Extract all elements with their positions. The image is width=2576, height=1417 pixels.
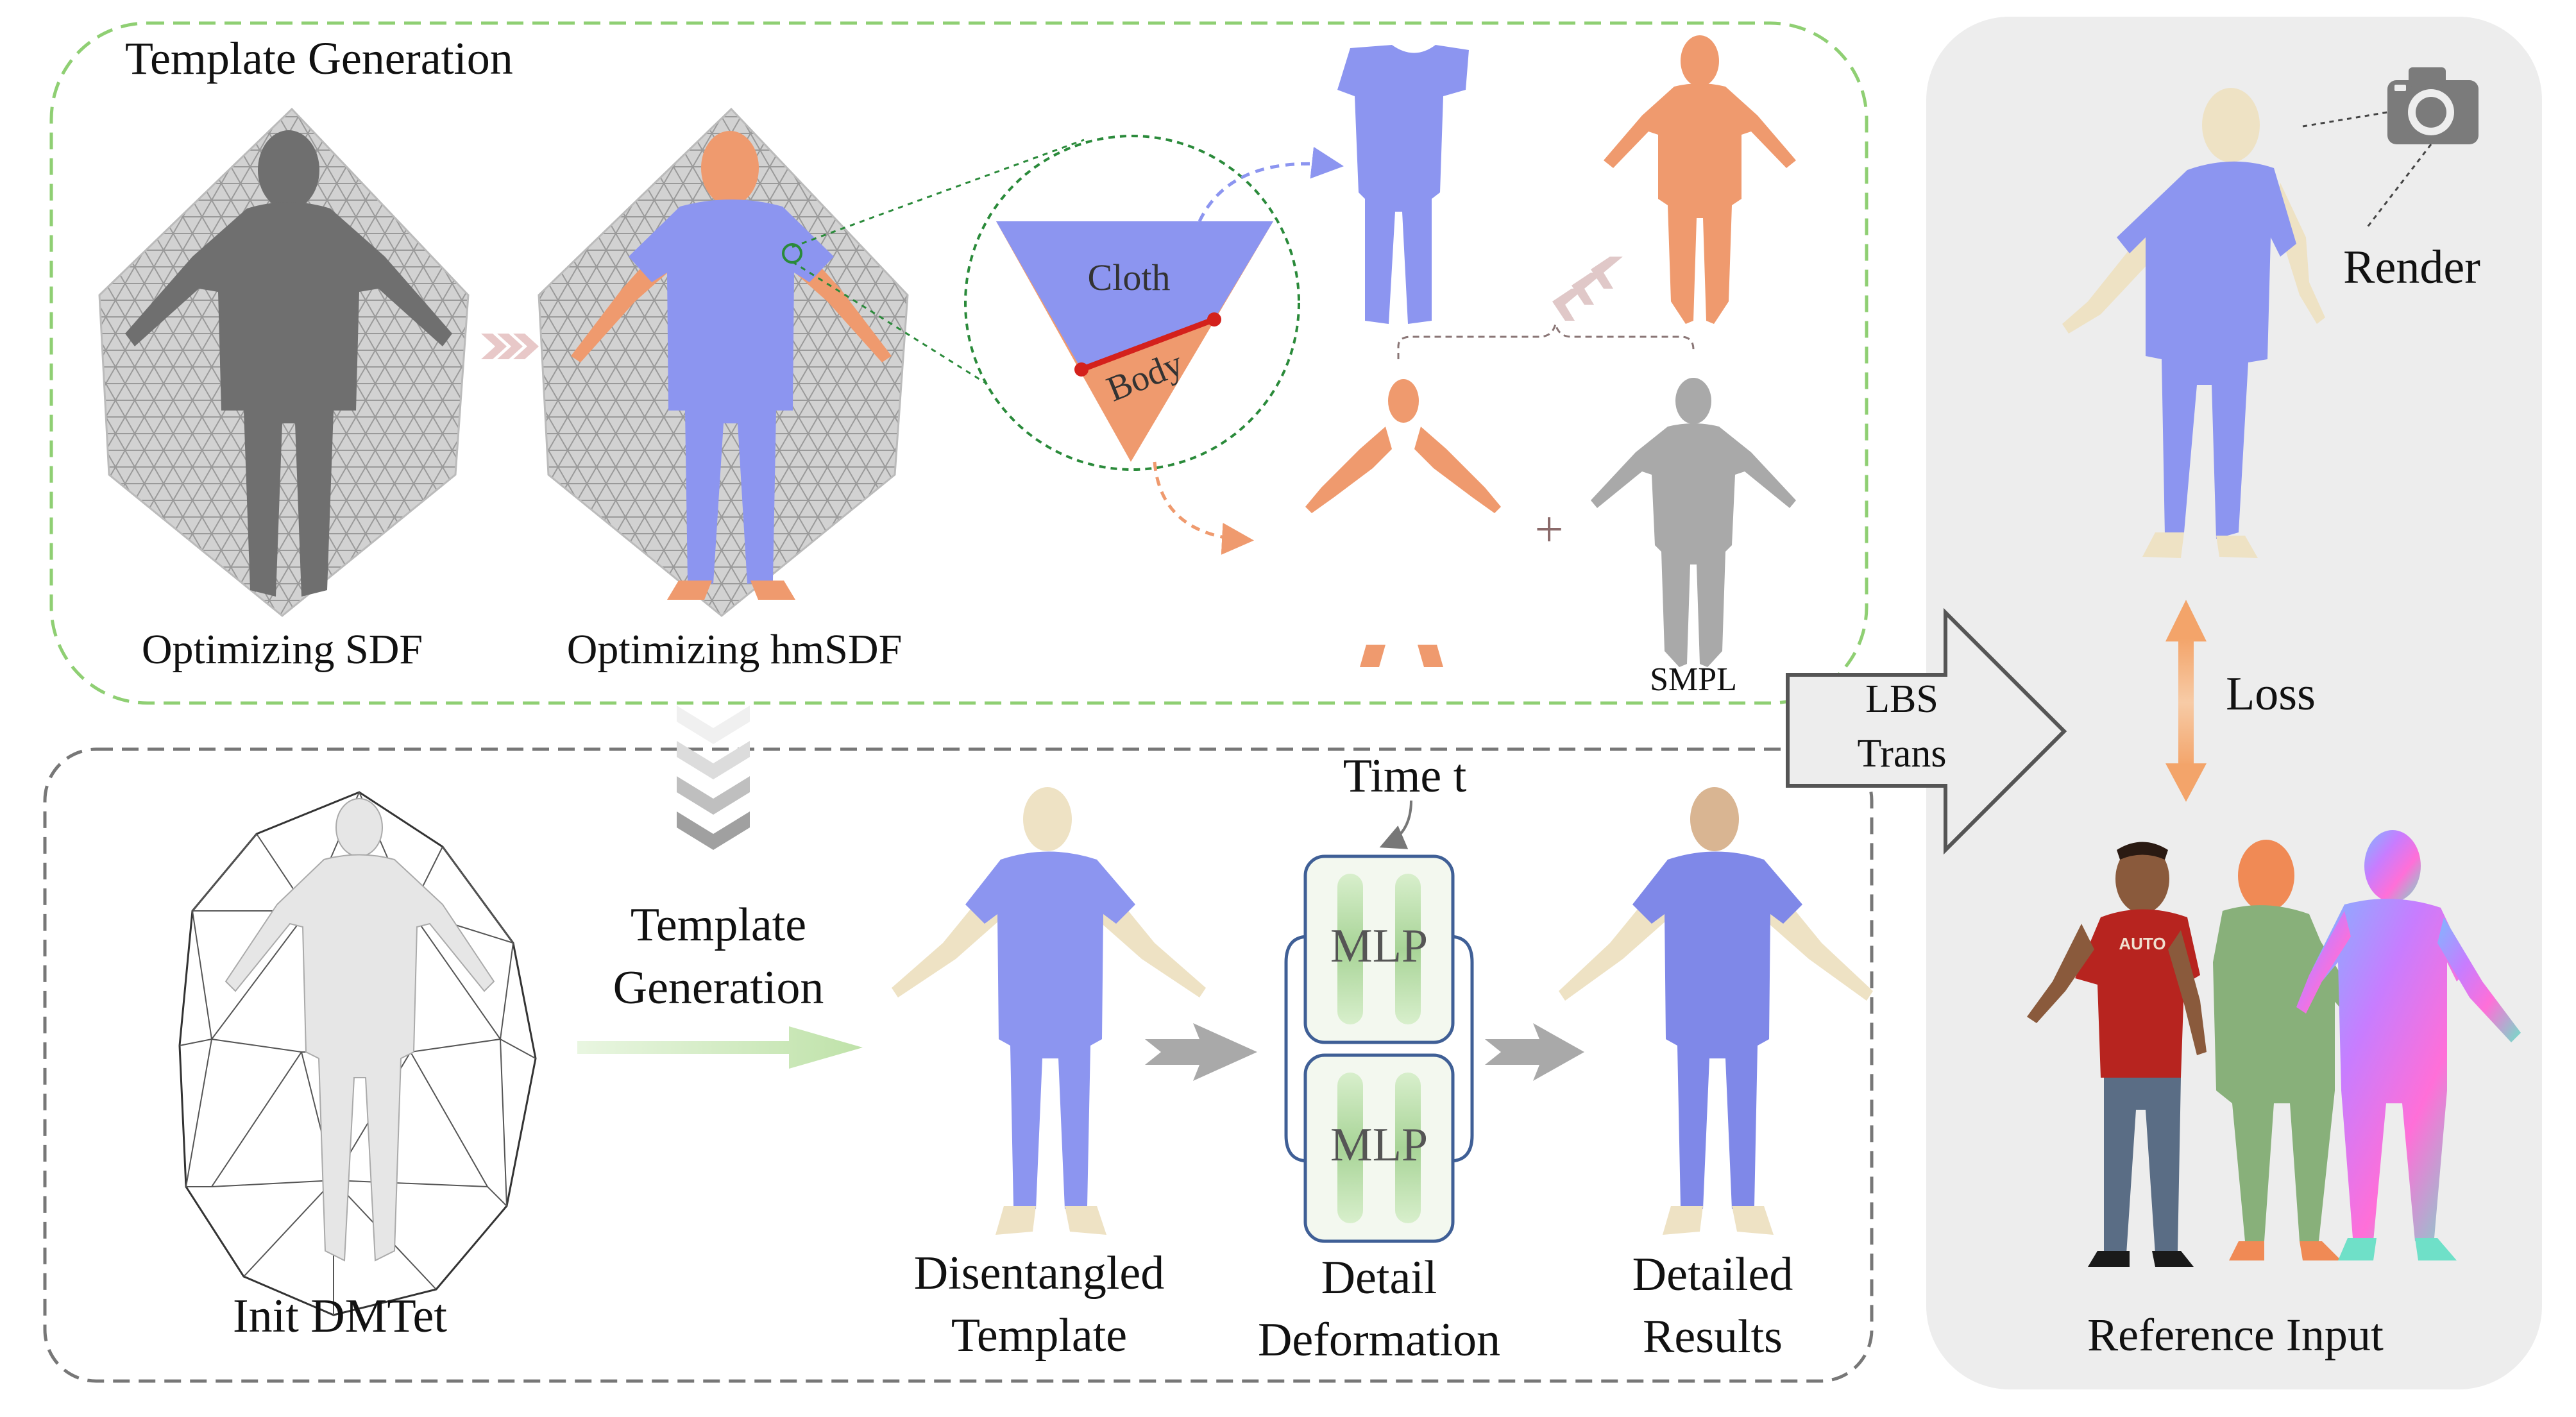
to-mlp-arrow [1145,1023,1257,1081]
render-label: Render [2343,241,2480,294]
combine-arrow [1552,257,1623,321]
body-parts-mesh [1305,379,1501,667]
detailed-results-figure [1559,787,1873,1235]
mlp-label-1: MLP [1330,920,1428,972]
reference-input-label: Reference Input [2087,1309,2384,1361]
detailed-results-line1: Detailed [1632,1248,1793,1301]
lbs-trans-arrow [1786,607,2067,855]
template-generation-step-line2: Generation [613,962,824,1014]
shirt-text: AUTO [2119,934,2165,953]
reference-photo: AUTO [2027,842,2207,1267]
loss-arrow [2165,600,2207,802]
detail-deformation-line1: Detail [1321,1252,1437,1304]
lbs-label: LBS [1865,677,1938,721]
cloth-label: Cloth [1087,257,1171,298]
sdf-silhouette [125,130,452,597]
time-label: Time t [1343,750,1467,802]
dmtet-wireframe [178,791,537,1316]
optimizing-sdf-label: Optimizing SDF [141,626,423,673]
template-generation-title: Template Generation [125,33,513,84]
disentangled-template-figure [892,787,1206,1235]
detail-deformation-line2: Deformation [1257,1314,1501,1366]
hmsdf-grid [538,107,909,617]
trans-label: Trans [1857,732,1947,776]
body-mesh [1604,35,1796,324]
camera-icon [2387,67,2479,144]
to-results-arrow [1485,1023,1584,1081]
template-generation-panel [49,21,1868,705]
rendered-avatar [2062,88,2325,558]
mlp-block [1284,854,1474,1243]
smpl-label: SMPL [1650,661,1737,698]
loss-label: Loss [2226,668,2316,720]
template-generation-step-line1: Template [630,899,807,951]
mlp-label-2: MLP [1330,1119,1428,1171]
optimizing-hmsdf-label: Optimizing hmSDF [566,626,902,673]
step-arrow-1 [481,334,539,359]
disentangled-label-line2: Template [951,1309,1128,1362]
reference-persons: AUTO [2027,830,2521,1267]
disentangled-label-line1: Disentangled [913,1247,1165,1300]
downward-chevrons [677,706,750,850]
smpl-mesh [1591,378,1796,667]
sdf-grid [98,107,470,617]
reference-normal-map [2296,830,2521,1260]
init-dmtet-label: Init DMTet [233,1290,447,1343]
cloth-mesh [1337,45,1469,324]
detail-panel [43,747,1874,1383]
cloth-body-zoom [964,135,1300,471]
detailed-results-line2: Results [1643,1311,1783,1363]
template-generation-arrow [577,1026,863,1069]
plus-sign: + [1534,502,1564,558]
